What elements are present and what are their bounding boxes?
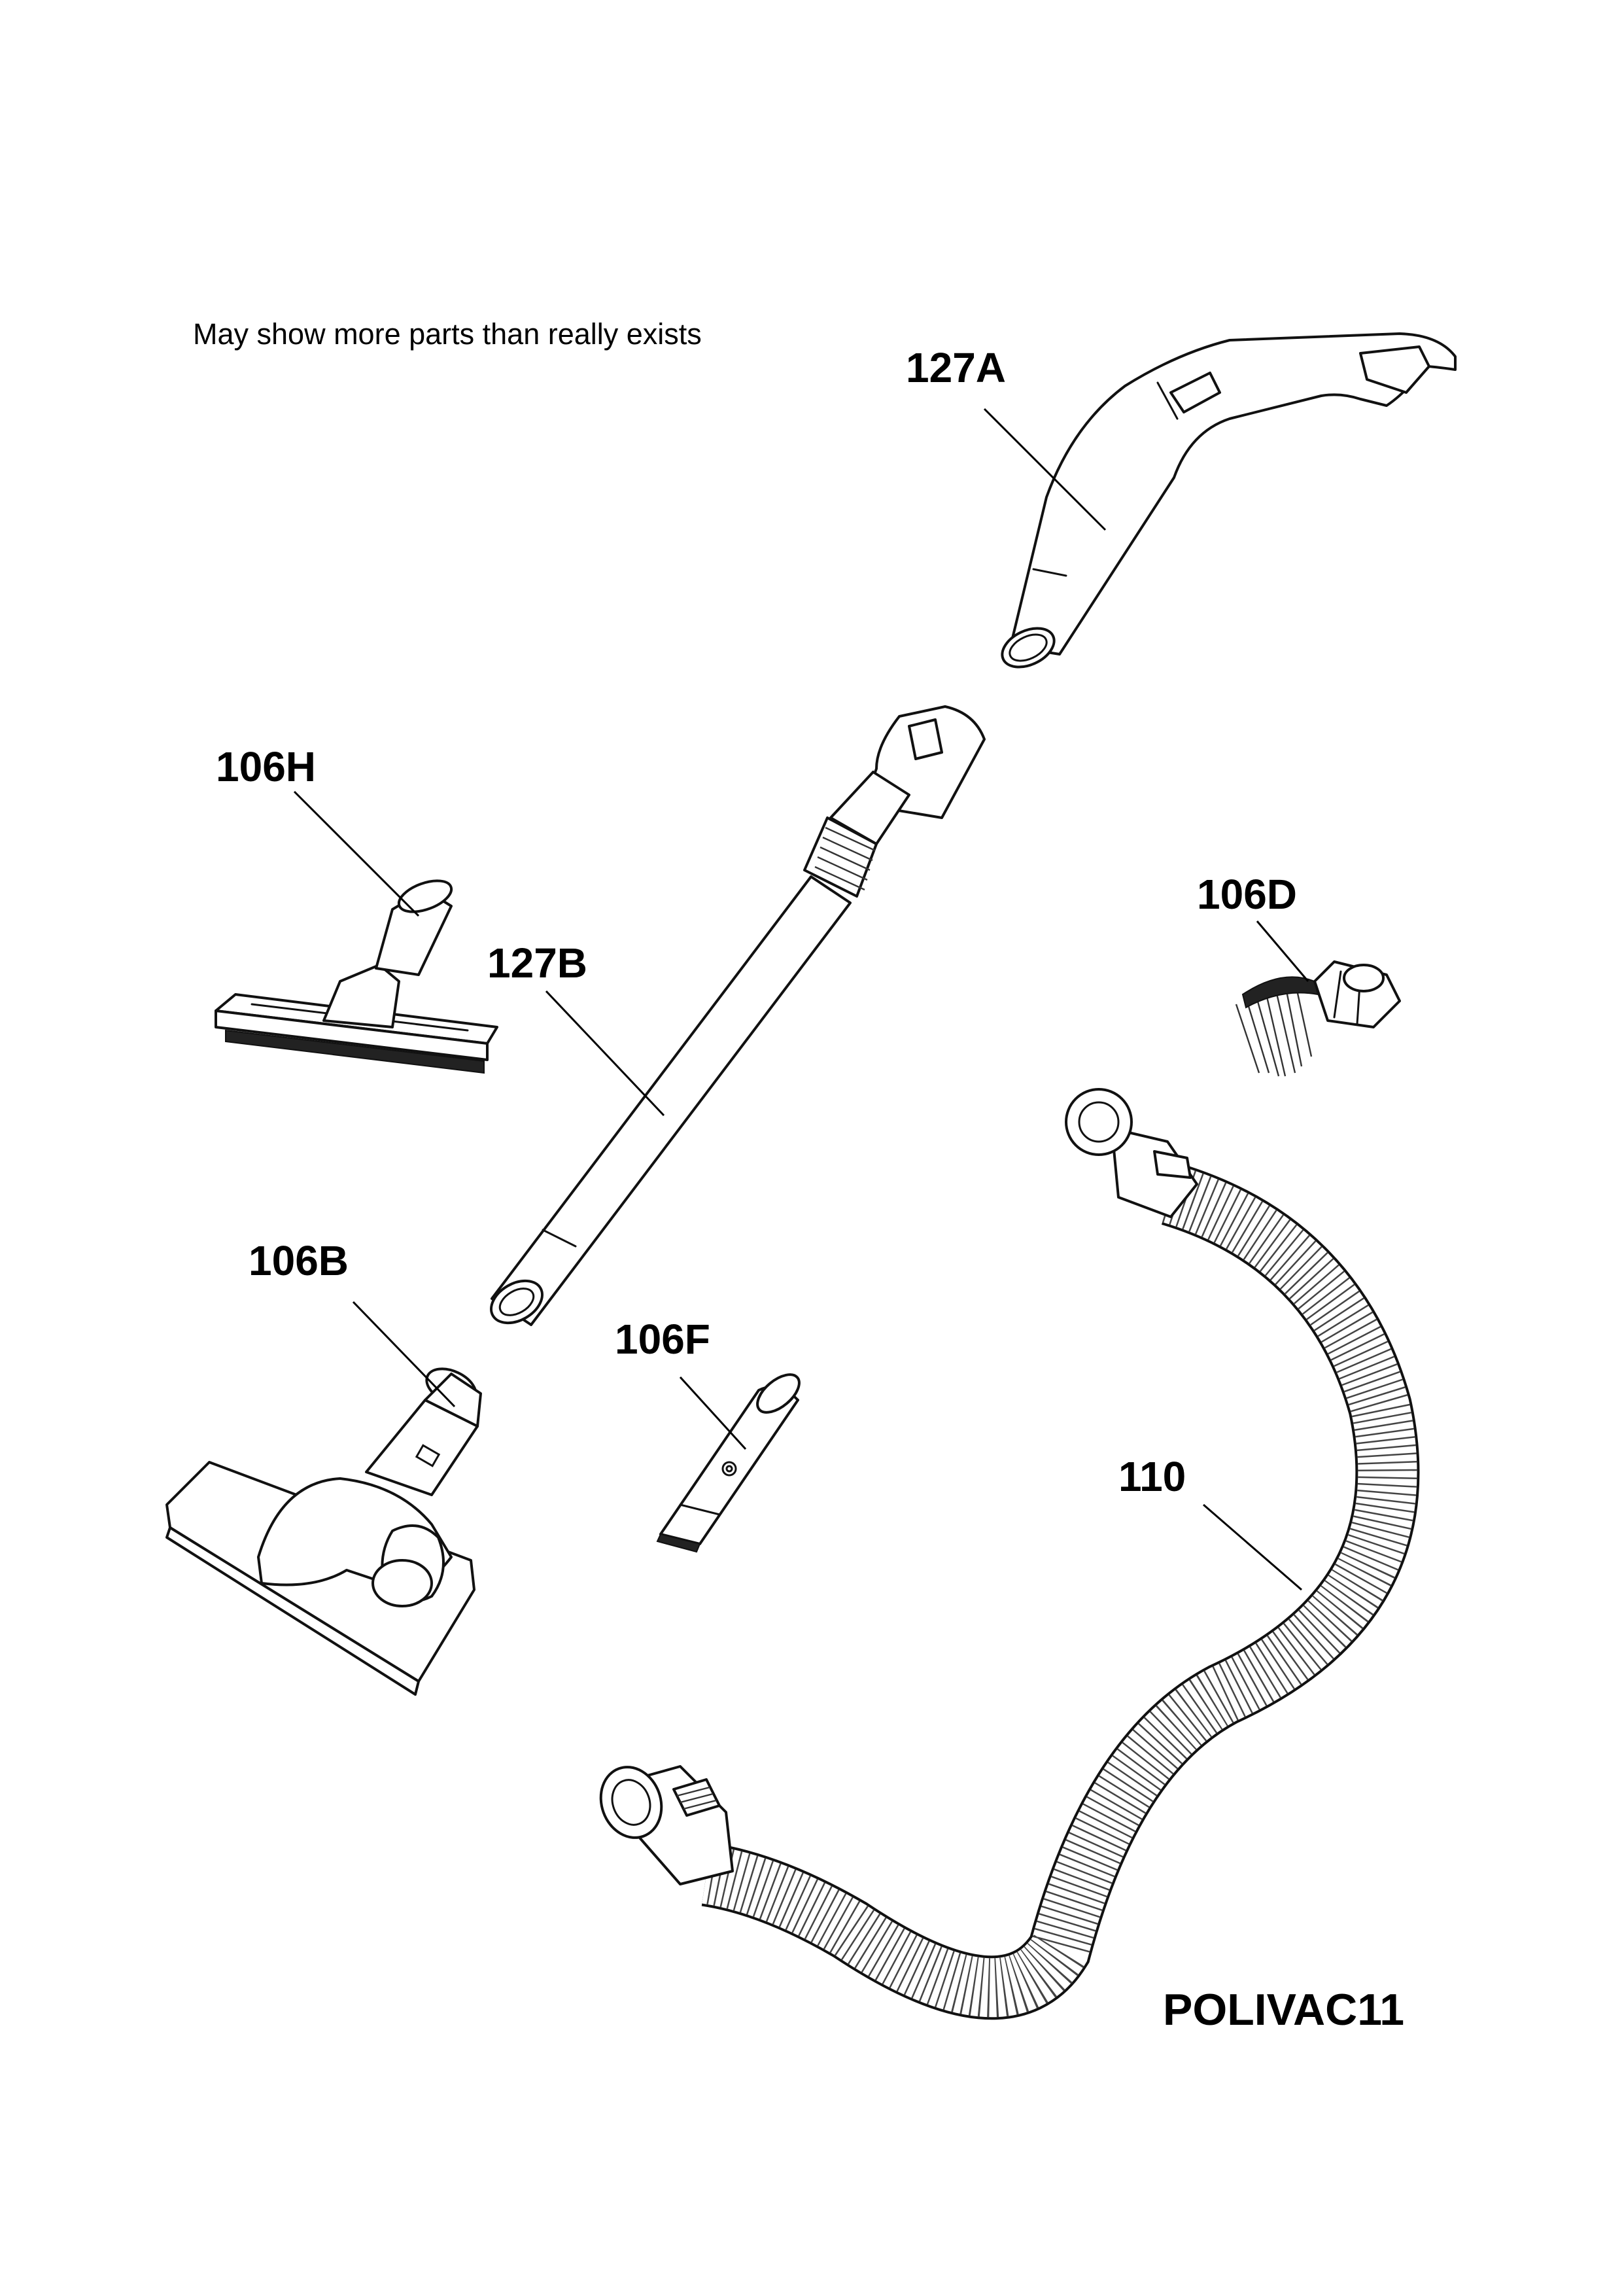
part-106b-floor-nozzle: [165, 1367, 482, 1696]
leader-127b: [545, 990, 665, 1117]
drawing-id: POLIVAC11: [1163, 1985, 1405, 2035]
callout-106h: 106H: [216, 743, 316, 790]
disclaimer-note: May show more parts than really exists: [193, 317, 702, 351]
leader-127a: [983, 408, 1107, 531]
leader-106f: [679, 1376, 747, 1450]
leader-110: [1203, 1503, 1302, 1591]
part-127a-handle: [1001, 332, 1457, 669]
part-106d-dusting-brush: [1235, 960, 1401, 1077]
leader-106h: [293, 790, 420, 917]
part-106h-floor-nozzle: [215, 879, 498, 1074]
callout-127b: 127B: [487, 939, 587, 987]
callout-106f: 106F: [615, 1316, 710, 1363]
callout-127a: 127A: [906, 344, 1006, 391]
callout-106d: 106D: [1197, 871, 1297, 918]
leader-106b: [352, 1301, 456, 1408]
part-127b-tube: [490, 705, 986, 1326]
callout-106b: 106B: [249, 1237, 349, 1284]
callout-110: 110: [1118, 1453, 1186, 1500]
leader-106d: [1256, 920, 1309, 982]
part-106f-crevice-tool: [656, 1373, 801, 1553]
part-110-hose: [599, 1088, 1420, 2020]
